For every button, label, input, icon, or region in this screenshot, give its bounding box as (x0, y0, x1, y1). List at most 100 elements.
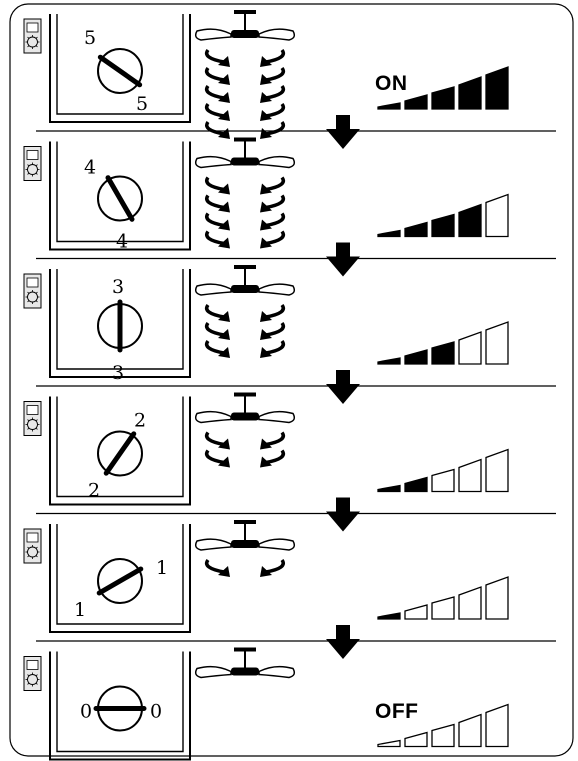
airflow-arrow (205, 339, 225, 355)
speed-bar (458, 713, 482, 748)
speed-bar (431, 468, 455, 493)
airflow-arrow (265, 194, 285, 210)
speed-bar (431, 86, 455, 110)
speed-bar (377, 739, 401, 748)
airflow-arrow (265, 84, 285, 100)
dial-pointer (96, 566, 144, 596)
airflow-arrow (205, 48, 225, 64)
off-label: OFF (375, 700, 419, 723)
fan-canopy (234, 137, 256, 142)
airflow-arrowhead (260, 110, 272, 121)
dial-number: 3 (112, 276, 124, 298)
speed-bar (485, 448, 509, 493)
airflow-arrowhead (260, 329, 272, 340)
fan-blade-right (258, 155, 296, 169)
airflow-arrow (265, 176, 285, 192)
airflow-arrowhead (260, 456, 272, 468)
airflow-arrowhead (218, 566, 230, 577)
fan-blade-right (258, 410, 296, 424)
outer-frame (9, 3, 574, 757)
down-arrow-icon (326, 115, 360, 149)
airflow-arrow (265, 339, 285, 355)
airflow-arrowhead (218, 237, 230, 249)
airflow-arrowhead (260, 201, 272, 213)
switch-panel (49, 14, 191, 123)
speed-bar (404, 604, 428, 620)
speed-bar (377, 229, 401, 238)
airflow-arrow (205, 230, 225, 246)
remote-screen (26, 405, 39, 415)
remote-screen (26, 532, 39, 543)
fan-canopy (234, 520, 256, 524)
dial-number: 4 (84, 157, 96, 179)
fan-blade-right (258, 283, 296, 296)
fan-blade-left (194, 283, 232, 296)
speed-row: 11 (23, 520, 556, 659)
speed-bar (404, 221, 428, 238)
dial-number: 1 (156, 557, 168, 579)
remote-screen (26, 277, 39, 288)
airflow-arrowhead (218, 347, 230, 358)
airflow-arrowhead (218, 92, 230, 103)
fan-blade-left (194, 28, 232, 41)
airflow-arrowhead (218, 329, 230, 340)
switch-panel (49, 141, 191, 251)
airflow-arrowhead (218, 311, 230, 322)
airflow-arrowhead (260, 128, 272, 139)
airflow-arrow (265, 102, 285, 118)
speed-bar (377, 612, 401, 620)
airflow-arrow (205, 194, 225, 210)
airflow-arrowhead (260, 438, 272, 450)
airflow-arrow (265, 321, 285, 337)
switch-panel-inner (56, 524, 184, 625)
speed-bar (431, 723, 455, 748)
switch-panel-inner (56, 396, 184, 498)
airflow-arrow (205, 558, 225, 574)
airflow-arrow (265, 66, 285, 82)
fan-blade-left (194, 538, 232, 551)
airflow-arrowhead (218, 110, 230, 121)
dial-number: 0 (150, 701, 162, 723)
speed-bar (404, 731, 428, 748)
airflow-arrow (205, 321, 225, 337)
airflow-arrow (265, 431, 285, 447)
airflow-arrow (205, 303, 225, 319)
remote-screen (26, 150, 39, 160)
speed-bar (377, 484, 401, 493)
airflow-arrow (265, 303, 285, 319)
airflow-arrowhead (260, 92, 272, 103)
fan-blade-left (194, 665, 232, 679)
down-arrow-icon (326, 625, 360, 659)
fan-motor (231, 157, 259, 166)
airflow-arrowhead (218, 201, 230, 213)
airflow-arrowhead (218, 74, 230, 85)
speed-bar (404, 349, 428, 365)
airflow-arrowhead (218, 183, 230, 195)
airflow-arrow (205, 212, 225, 228)
airflow-arrow (265, 120, 285, 136)
fan-canopy (234, 392, 256, 397)
airflow-arrowhead (260, 311, 272, 322)
dial-number: 3 (112, 362, 124, 384)
airflow-arrow (205, 120, 225, 136)
fan-blade-right (258, 28, 296, 41)
airflow-arrow (205, 431, 225, 447)
dial-number: 5 (136, 93, 148, 115)
speed-bar (431, 341, 455, 365)
airflow-arrowhead (260, 219, 272, 231)
airflow-arrowhead (218, 128, 230, 139)
down-arrow-icon (326, 370, 360, 404)
switch-panel-inner (56, 651, 184, 753)
fan-blade-left (194, 410, 232, 424)
airflow-arrow (265, 558, 285, 574)
speed-bar (458, 586, 482, 620)
switch-panel (49, 396, 191, 506)
airflow-arrowhead (218, 456, 230, 468)
fan-canopy (234, 10, 256, 14)
airflow-arrow (265, 48, 285, 64)
dial-pointer (105, 175, 135, 222)
speed-bar (485, 193, 509, 238)
speed-bar (485, 576, 509, 620)
